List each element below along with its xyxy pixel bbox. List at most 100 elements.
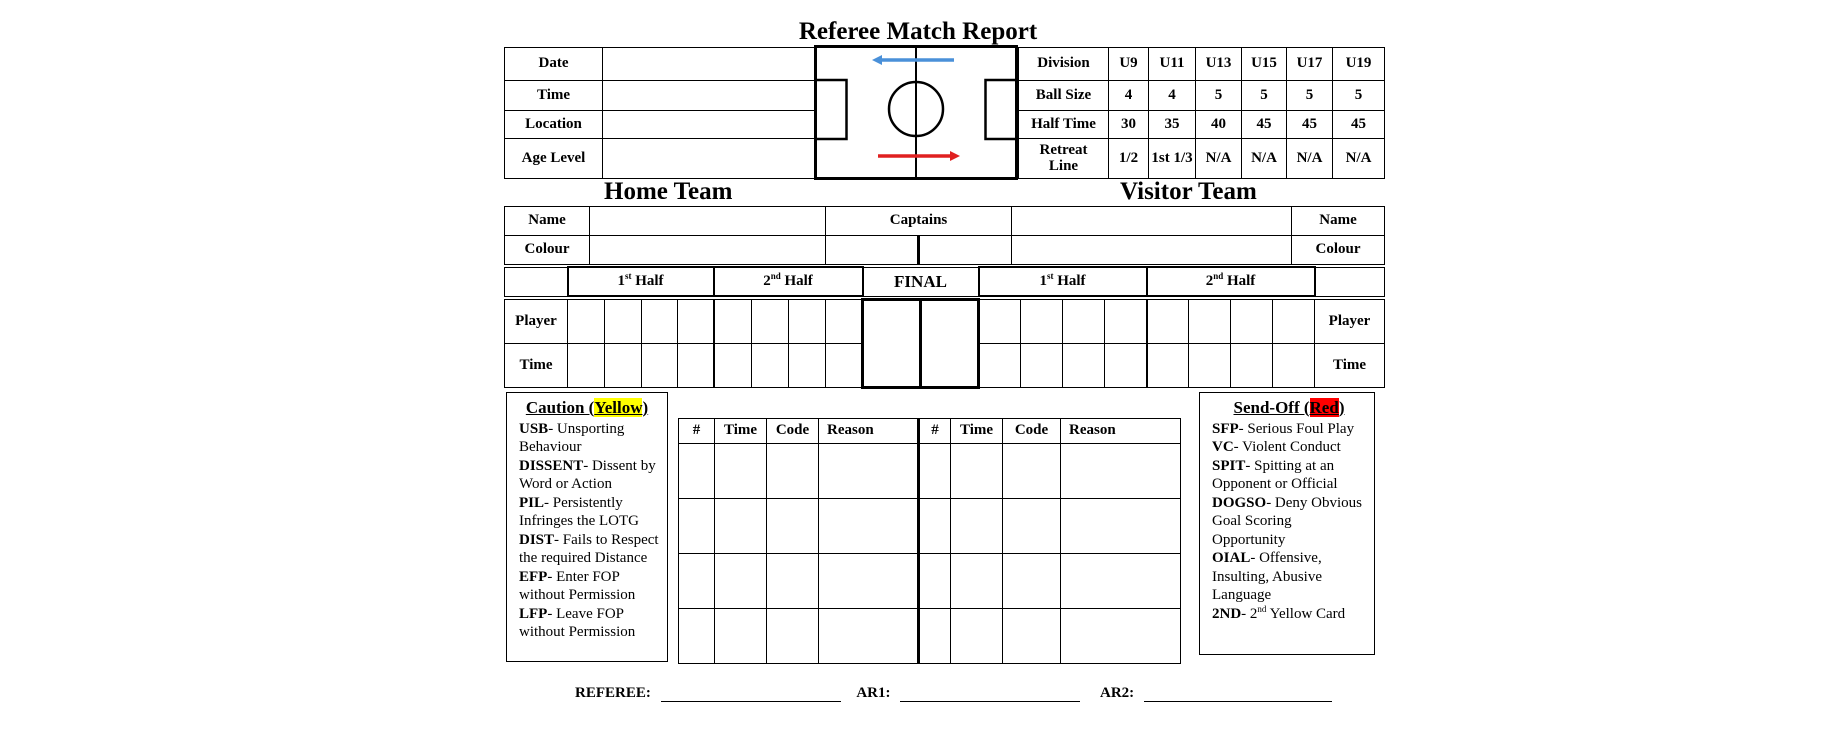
discipline-cell[interactable]	[1002, 498, 1061, 555]
score-cell[interactable]	[641, 343, 678, 388]
discipline-cell[interactable]	[678, 608, 715, 664]
discipline-cell[interactable]	[714, 608, 767, 664]
score-cell[interactable]	[713, 299, 752, 344]
discipline-cell[interactable]	[1060, 443, 1181, 500]
score-cell[interactable]	[677, 299, 715, 344]
score-cell[interactable]	[713, 343, 752, 388]
discipline-cell[interactable]	[766, 443, 819, 500]
discipline-cell[interactable]	[950, 443, 1003, 500]
date-field[interactable]	[602, 47, 817, 81]
score-cell[interactable]	[788, 299, 826, 344]
col-header-code: Code	[766, 417, 819, 445]
home-colour-label: Colour	[504, 235, 590, 265]
table-row	[678, 498, 1181, 555]
time-field[interactable]	[602, 80, 817, 111]
visitor-name-label: Name	[1291, 206, 1385, 236]
discipline-cell[interactable]	[818, 498, 920, 555]
score-cell[interactable]	[1146, 299, 1189, 344]
score-cell[interactable]	[1020, 343, 1063, 388]
discipline-cell[interactable]	[766, 608, 819, 664]
score-cell[interactable]	[825, 299, 863, 344]
score-cell[interactable]	[1062, 299, 1105, 344]
score-cell[interactable]	[1272, 299, 1315, 344]
location-field[interactable]	[602, 110, 817, 139]
home-time-label: Time	[504, 343, 568, 388]
discipline-cell[interactable]	[1002, 553, 1061, 610]
score-cell[interactable]	[567, 343, 605, 388]
referee-signature-line[interactable]	[660, 685, 841, 702]
score-cell[interactable]	[1230, 343, 1273, 388]
discipline-cell[interactable]	[766, 553, 819, 610]
discipline-cell[interactable]	[678, 498, 715, 555]
score-cell[interactable]	[677, 343, 715, 388]
score-cell[interactable]	[1062, 343, 1105, 388]
discipline-cell[interactable]	[818, 443, 920, 500]
discipline-cell[interactable]	[678, 443, 715, 500]
discipline-cell[interactable]	[918, 498, 951, 555]
arrow-right-icon	[878, 151, 960, 161]
ar1-signature-line[interactable]	[900, 685, 1081, 702]
score-cell[interactable]	[1146, 343, 1189, 388]
score-cell[interactable]	[1104, 299, 1148, 344]
discipline-cell[interactable]	[1002, 608, 1061, 664]
discipline-cell[interactable]	[766, 498, 819, 555]
score-cell[interactable]	[604, 299, 642, 344]
discipline-cell[interactable]	[714, 553, 767, 610]
discipline-cell[interactable]	[918, 553, 951, 610]
discipline-cell[interactable]	[1060, 553, 1181, 610]
score-cell[interactable]	[567, 299, 605, 344]
visitor-captain-field[interactable]	[917, 235, 1012, 265]
final-home-score[interactable]	[861, 298, 922, 389]
discipline-cell[interactable]	[918, 443, 951, 500]
score-cell[interactable]	[1020, 299, 1063, 344]
home-captain-field[interactable]	[825, 235, 919, 265]
home-colour-field[interactable]	[589, 235, 826, 265]
score-cell[interactable]	[751, 343, 789, 388]
discipline-cell[interactable]	[950, 608, 1003, 664]
discipline-cell[interactable]	[714, 498, 767, 555]
retreat-line-value: N/A	[1241, 138, 1287, 179]
score-cell[interactable]	[1188, 343, 1231, 388]
discipline-cell[interactable]	[1060, 608, 1181, 664]
sendoff-item: SPIT- Spitting at an Opponent or Officia…	[1212, 457, 1338, 493]
score-cell[interactable]	[641, 299, 678, 344]
half-time-value: 35	[1148, 110, 1196, 139]
age-level-field[interactable]	[602, 138, 817, 179]
discipline-cell[interactable]	[918, 608, 951, 664]
visitor-name-field[interactable]	[1011, 206, 1292, 236]
score-cell[interactable]	[825, 343, 863, 388]
table-row	[678, 553, 1181, 610]
col-header-number: #	[918, 417, 951, 445]
ar2-signature-line[interactable]	[1143, 685, 1332, 702]
ball-size-label: Ball Size	[1018, 80, 1109, 111]
score-cell[interactable]	[1188, 299, 1231, 344]
score-cell[interactable]	[788, 343, 826, 388]
discipline-cell[interactable]	[950, 498, 1003, 555]
ar2-label: AR2:	[1100, 685, 1135, 701]
sendoff-item: SFP- Serious Foul Play	[1212, 420, 1355, 437]
half-time-label: Half Time	[1018, 110, 1109, 139]
score-cell[interactable]	[978, 343, 1021, 388]
score-cell[interactable]	[751, 299, 789, 344]
discipline-cell[interactable]	[818, 553, 920, 610]
col-header-time: Time	[714, 417, 767, 445]
home-name-field[interactable]	[589, 206, 826, 236]
final-visitor-score[interactable]	[919, 298, 980, 389]
discipline-cell[interactable]	[1002, 443, 1061, 500]
discipline-cell[interactable]	[1060, 498, 1181, 555]
score-cell[interactable]	[1230, 299, 1273, 344]
division-value: U15	[1241, 47, 1287, 81]
score-cell[interactable]	[1104, 343, 1148, 388]
ball-size-value: 5	[1195, 80, 1242, 111]
score-cell[interactable]	[1272, 343, 1315, 388]
match-info-table: Date Time Location Age Level	[504, 47, 817, 179]
discipline-cell[interactable]	[714, 443, 767, 500]
visitor-colour-field[interactable]	[1011, 235, 1292, 265]
score-cell[interactable]	[978, 299, 1021, 344]
discipline-cell[interactable]	[678, 553, 715, 610]
sendoff-item: DOGSO- Deny Obvious Goal Scoring Opportu…	[1212, 494, 1363, 548]
caution-item: DIST- Fails to Respect the required Dist…	[519, 531, 659, 567]
score-cell[interactable]	[604, 343, 642, 388]
discipline-cell[interactable]	[818, 608, 920, 664]
discipline-cell[interactable]	[950, 553, 1003, 610]
